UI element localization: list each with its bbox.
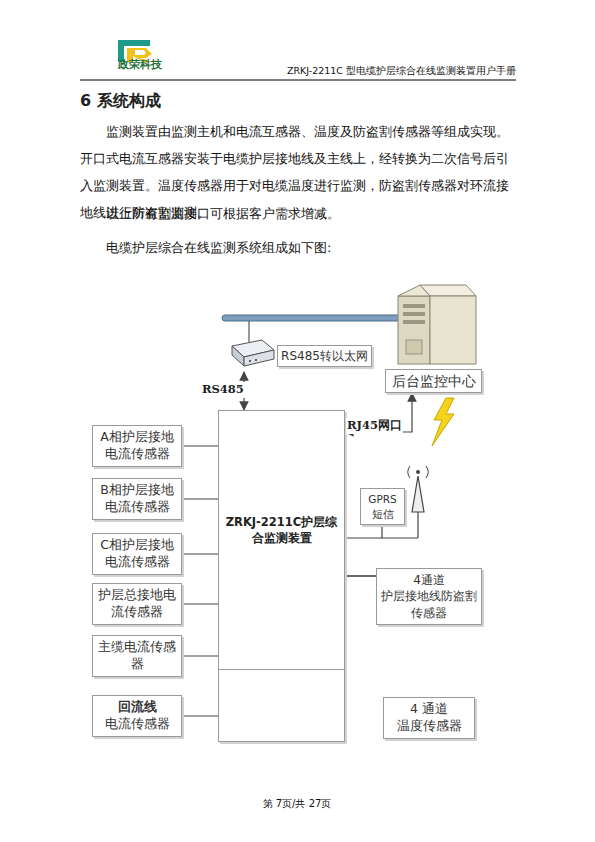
node-text: RS485转以太网 (277, 345, 372, 367)
node-text: 后台监控中心 (385, 369, 482, 393)
node-text: 主缆电流传感器 (97, 639, 177, 673)
monitor-unit: ZRKJ-2211C护层综合监测装置 (218, 410, 345, 742)
panel-divider (219, 669, 344, 670)
logo-text: 政荣科技 (118, 58, 178, 72)
node-text: ZRKJ-2211C护层综合监测装置 (223, 515, 340, 546)
node-text: 4 通道 温度传感器 (388, 701, 470, 735)
connector (182, 445, 218, 446)
node-text: 电流传感器 (105, 716, 170, 733)
connector (182, 603, 218, 604)
node-text: GPRS短信 (365, 492, 400, 520)
sensor-box: B相护层接地电流传感器 (92, 478, 182, 520)
header-rule (80, 80, 516, 81)
edge-label: RS485 (201, 382, 245, 398)
edge-label: RJ45网口 (346, 418, 403, 434)
bus-drop (248, 321, 249, 342)
sensor-box: 护层总接地电流传感器 (92, 583, 182, 625)
server-icon (398, 285, 476, 364)
connector (182, 498, 218, 499)
node-text: 回流线 (118, 699, 157, 716)
node-text: B相护层接地电流传感器 (97, 482, 177, 516)
sensor-box: 4通道 护层接地线防盗割 传感器 (376, 568, 482, 625)
sensor-box: 回流线电流传感器 (92, 695, 182, 737)
connector (182, 655, 218, 656)
node-text: A相护层接地电流传感器 (97, 429, 177, 463)
node-text: C相护层接地电流传感器 (97, 537, 177, 571)
node-text: 4通道 护层接地线防盗割 传感器 (381, 572, 477, 621)
converter-node: RS485转以太网 (226, 340, 372, 372)
connector (182, 553, 218, 554)
sensor-box: 4 通道 温度传感器 (383, 697, 475, 739)
network-bus (222, 315, 418, 321)
converter-icon (232, 340, 274, 366)
connector (345, 525, 382, 538)
node-text: 护层总接地电流传感器 (97, 587, 177, 621)
section-heading: 6 系统构成 (80, 90, 161, 112)
sensor-box: C相护层接地电流传感器 (92, 533, 182, 575)
body-paragraph: 以上所有监测接口可根据客户需求增减。 (80, 200, 516, 227)
body-paragraph: 电缆护层综合在线监测系统组成如下图: (80, 234, 516, 261)
sensor-box: A相护层接地电流传感器 (92, 425, 182, 467)
page-footer: 第 7页/共 27页 (197, 797, 397, 810)
connector (182, 715, 218, 716)
gprs-box: GPRS短信 (360, 488, 405, 525)
running-header: ZRKJ-2211C 型电缆护层综合在线监测装置用户手册 (230, 65, 516, 77)
server-node: 后台监控中心 (385, 282, 482, 393)
wireless-bolt (432, 398, 454, 446)
sensor-box: 主缆电流传感器 (92, 635, 182, 677)
